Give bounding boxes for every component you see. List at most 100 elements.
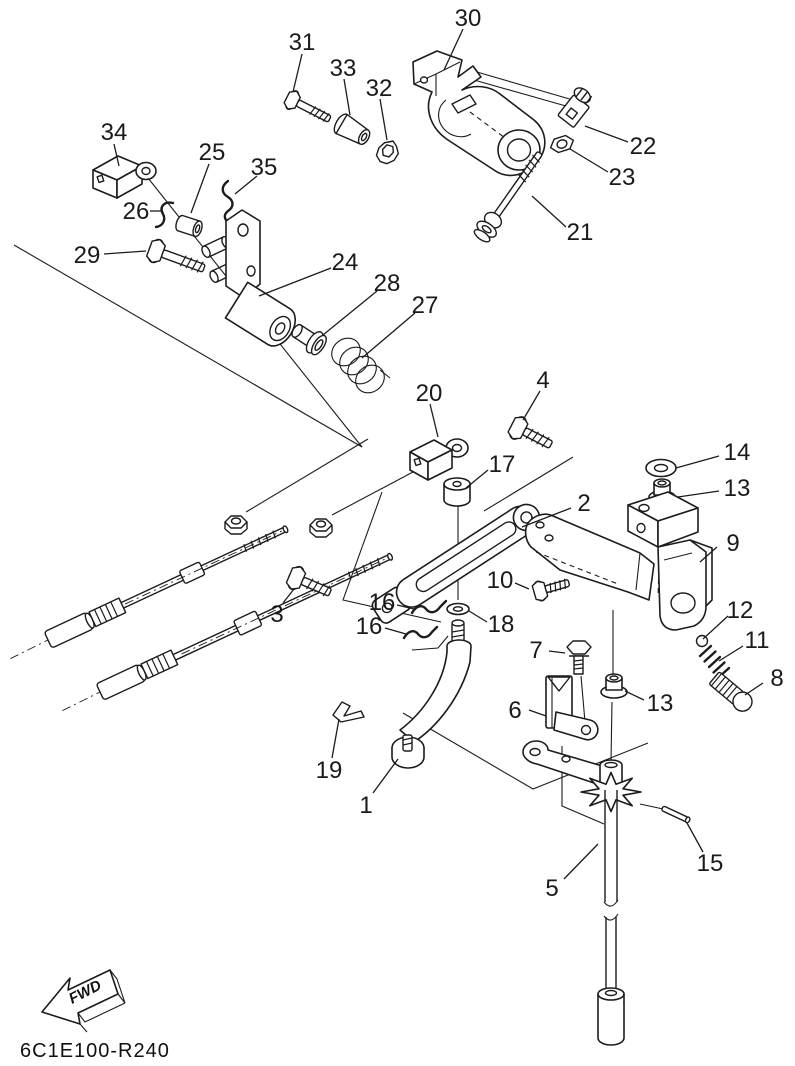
part-callout-34: 34 bbox=[101, 119, 128, 146]
leader-line-8 bbox=[744, 682, 764, 696]
cable-adjust-nut-upper bbox=[224, 515, 248, 535]
part-26-clip bbox=[154, 201, 175, 229]
part-28-bushing bbox=[291, 323, 327, 356]
leader-line-5 bbox=[563, 843, 599, 880]
part-30-throttle-bracket bbox=[412, 50, 546, 177]
leader-line-20 bbox=[429, 403, 439, 438]
part-callout-23: 23 bbox=[609, 164, 636, 191]
part-callout-19: 19 bbox=[316, 757, 343, 784]
leader-line-7 bbox=[548, 650, 566, 654]
part-20-cable-joint-block bbox=[409, 438, 469, 481]
part-callout-10: 10 bbox=[487, 567, 514, 594]
leader-line-18 bbox=[468, 610, 488, 623]
part-24-bracket-arm bbox=[201, 209, 297, 347]
leader-line-31 bbox=[292, 53, 303, 93]
part-callout-16: 16 bbox=[356, 613, 383, 640]
part-callout-15: 15 bbox=[697, 850, 724, 877]
leader-line-33 bbox=[343, 78, 351, 116]
part-callout-4: 4 bbox=[536, 367, 549, 394]
part-34-cable-end bbox=[92, 155, 157, 199]
part-callout-7: 7 bbox=[529, 637, 542, 664]
part-18-washer bbox=[446, 602, 470, 616]
leader-line-22 bbox=[584, 125, 629, 143]
part-callout-6: 6 bbox=[508, 697, 521, 724]
part-callout-30: 30 bbox=[455, 5, 482, 32]
part-5-shaft-and-star-wheel bbox=[580, 759, 642, 1046]
part-callout-32: 32 bbox=[366, 75, 393, 102]
leader-line-34 bbox=[113, 143, 120, 167]
part-14-washer bbox=[645, 458, 677, 478]
part-13-bushing-lower bbox=[600, 673, 628, 699]
part-23-nut bbox=[549, 134, 575, 154]
part-callout-2: 2 bbox=[577, 490, 590, 517]
part-19-clip bbox=[332, 701, 365, 723]
part-callout-8: 8 bbox=[770, 665, 783, 692]
leader-line-13 bbox=[624, 690, 645, 701]
shift-lever-plate bbox=[522, 740, 622, 787]
part-callout-35: 35 bbox=[251, 154, 278, 181]
leader-line-1 bbox=[372, 758, 399, 794]
part-4-bolt bbox=[507, 416, 553, 449]
leader-line-16 bbox=[396, 604, 415, 610]
fwd-arrow: FWD bbox=[41, 969, 126, 1033]
part-callout-20: 20 bbox=[416, 380, 443, 407]
part-callout-18: 18 bbox=[488, 611, 515, 638]
leader-line-21 bbox=[531, 195, 567, 228]
part-callout-9: 9 bbox=[726, 530, 739, 557]
leader-line-9 bbox=[699, 546, 718, 563]
part-16-clip-b bbox=[402, 625, 449, 651]
part-22-cable-joint bbox=[557, 87, 593, 128]
part-callout-26: 26 bbox=[123, 198, 150, 225]
leader-line-2 bbox=[521, 507, 572, 528]
part-35-clip bbox=[221, 179, 234, 225]
part-33-collar bbox=[333, 113, 371, 145]
leader-line-19 bbox=[331, 718, 340, 759]
part-callout-12: 12 bbox=[727, 597, 754, 624]
throttle-cam-plate bbox=[524, 513, 655, 601]
part-callout-1: 1 bbox=[359, 792, 372, 819]
part-1-throttle-arm bbox=[391, 619, 472, 769]
part-2-throttle-lever bbox=[371, 503, 541, 624]
part-callout-29: 29 bbox=[74, 242, 101, 269]
part-25-pin bbox=[175, 214, 203, 238]
leader-line-17 bbox=[465, 469, 489, 489]
leader-line-35 bbox=[234, 175, 258, 195]
leader-line-11 bbox=[718, 645, 744, 662]
leader-line-13 bbox=[677, 490, 720, 498]
part-callout-17: 17 bbox=[489, 451, 516, 478]
leader-line-23 bbox=[569, 148, 609, 173]
throttle-cable-upper bbox=[10, 525, 289, 660]
part-callout-24: 24 bbox=[332, 249, 359, 276]
leader-line-30 bbox=[443, 28, 464, 71]
leader-line-10 bbox=[514, 582, 530, 590]
part-6-link-connector bbox=[545, 675, 599, 741]
part-callout-33: 33 bbox=[330, 55, 357, 82]
part-callout-22: 22 bbox=[630, 133, 657, 160]
leader-line-25 bbox=[190, 163, 210, 214]
leader-line-14 bbox=[675, 455, 720, 469]
part-16-clip-a bbox=[410, 599, 448, 615]
leader-line-27 bbox=[361, 312, 416, 359]
leader-line-16 bbox=[384, 627, 407, 635]
part-3-bolt bbox=[285, 565, 332, 597]
part-11-spring bbox=[698, 644, 731, 680]
leader-line-32 bbox=[379, 98, 388, 141]
leader-line-24 bbox=[258, 267, 332, 297]
part-32-clip bbox=[375, 140, 400, 165]
diagram-code: 6C1E100-R240 bbox=[20, 1040, 170, 1062]
part-8-idle-screw bbox=[709, 671, 753, 712]
leader-line-6 bbox=[528, 709, 547, 717]
part-callout-31: 31 bbox=[289, 29, 316, 56]
part-9-lever-bracket bbox=[627, 491, 713, 631]
part-15-pin bbox=[661, 805, 691, 824]
throttle-cable-lower bbox=[62, 552, 394, 712]
part-7-bolt bbox=[566, 640, 592, 675]
leader-line-29 bbox=[103, 250, 147, 255]
leader-line-4 bbox=[522, 390, 541, 421]
part-27-spring bbox=[331, 337, 391, 394]
part-callout-21: 21 bbox=[567, 219, 594, 246]
part-callout-14: 14 bbox=[724, 439, 751, 466]
cable-adjust-nut-lower bbox=[309, 518, 333, 538]
